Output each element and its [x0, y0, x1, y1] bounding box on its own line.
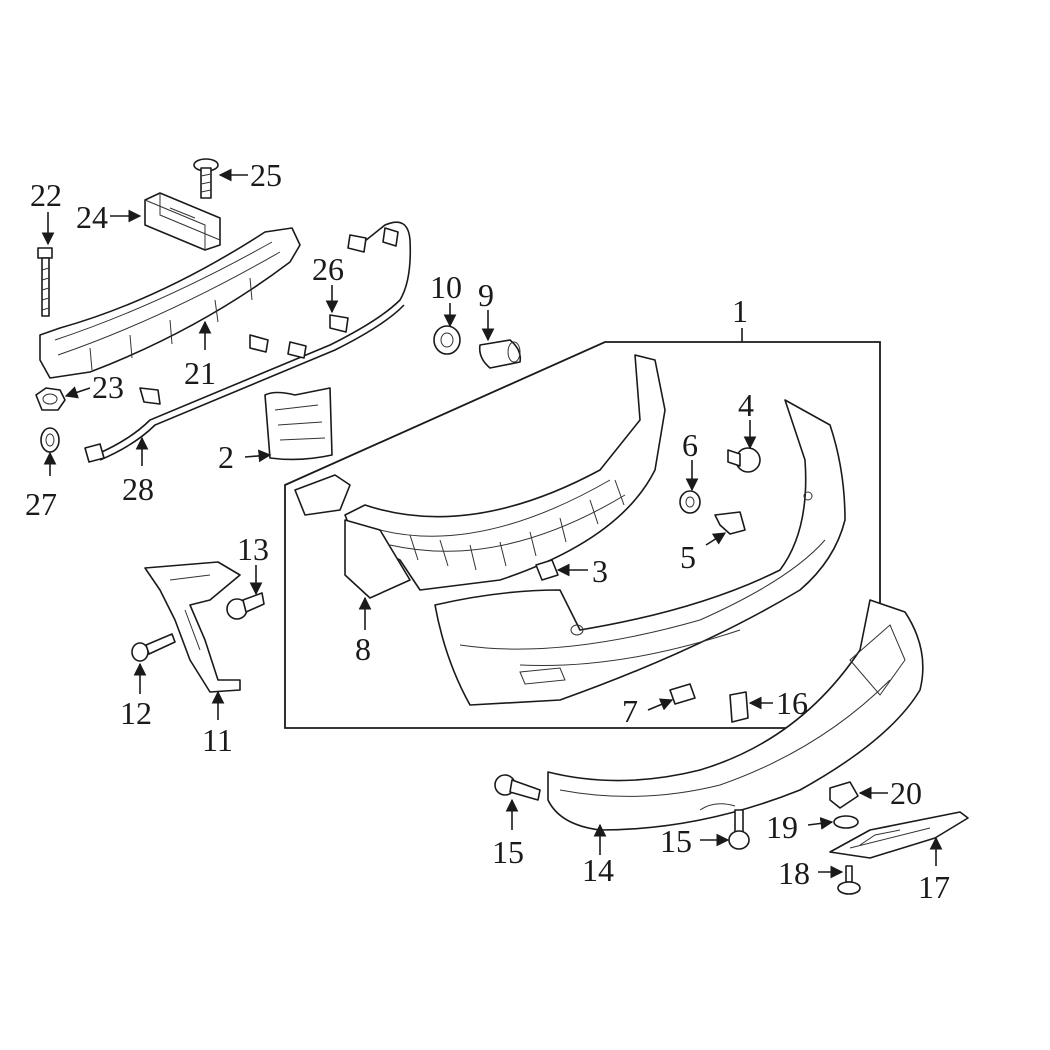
callout-6: 6 — [682, 427, 698, 463]
grommet-6-part — [679, 490, 701, 514]
callout-4: 4 — [738, 387, 754, 423]
screw-13-part — [226, 592, 265, 620]
bracket-7-part — [669, 683, 696, 705]
callout-13: 13 — [237, 531, 269, 567]
callout-23: 23 — [92, 369, 124, 405]
callout-21: 21 — [184, 355, 216, 391]
absorber-block-part — [144, 192, 221, 251]
foam-pad-part — [264, 387, 333, 461]
callout-19: 19 — [766, 809, 798, 845]
callout-12: 12 — [120, 695, 152, 731]
callout-10: 10 — [430, 269, 462, 305]
callout-1: 1 — [732, 293, 748, 329]
pin-18-part — [837, 865, 861, 895]
callout-25: 25 — [250, 157, 282, 193]
impact-bar-part — [39, 227, 301, 379]
arrow-7 — [647, 698, 674, 711]
callout-14: 14 — [582, 852, 614, 888]
screw-15-left-part — [494, 774, 541, 801]
arrow-2 — [244, 449, 272, 463]
callout-15-left: 15 — [492, 834, 524, 870]
skid-plate-17-part — [829, 811, 969, 859]
callout-2: 2 — [218, 439, 234, 475]
wiring-harness-part — [84, 221, 412, 463]
callout-27: 27 — [25, 486, 57, 522]
screw-15-right-part — [728, 809, 750, 850]
callout-8: 8 — [355, 631, 371, 667]
arrow-19 — [807, 817, 834, 830]
callout-18: 18 — [778, 855, 810, 891]
bolt-12-part — [131, 633, 176, 662]
screw-4-part — [727, 447, 761, 473]
callout-24: 24 — [76, 199, 108, 235]
nut-10-part — [433, 325, 461, 355]
callout-15-right: 15 — [660, 823, 692, 859]
clip-5-part — [714, 511, 746, 535]
callout-11: 11 — [202, 722, 233, 758]
arrow-5 — [705, 532, 727, 546]
callout-5: 5 — [680, 539, 696, 575]
callout-9: 9 — [478, 277, 494, 313]
bumper-cover-part — [434, 399, 846, 706]
callout-26: 26 — [312, 251, 344, 287]
callout-28: 28 — [122, 471, 154, 507]
lower-valance-part — [547, 599, 924, 831]
callout-7: 7 — [622, 693, 638, 729]
washer-19-part — [833, 815, 859, 829]
nut-23-part — [35, 387, 66, 411]
clip-16-part — [729, 691, 749, 723]
side-bracket-11-part — [144, 561, 241, 693]
callout-16: 16 — [776, 685, 808, 721]
callout-22: 22 — [30, 177, 62, 213]
energy-absorber-part — [294, 354, 666, 599]
grommet-27-part — [40, 427, 60, 453]
arrow-23 — [64, 386, 91, 399]
clip-20-part — [829, 781, 859, 809]
callout-3: 3 — [592, 553, 608, 589]
bolt-25-part — [193, 158, 219, 199]
sensor-9-part — [478, 339, 522, 369]
callout-17: 17 — [918, 869, 950, 905]
callout-20: 20 — [890, 775, 922, 811]
long-bolt-part — [37, 247, 53, 317]
